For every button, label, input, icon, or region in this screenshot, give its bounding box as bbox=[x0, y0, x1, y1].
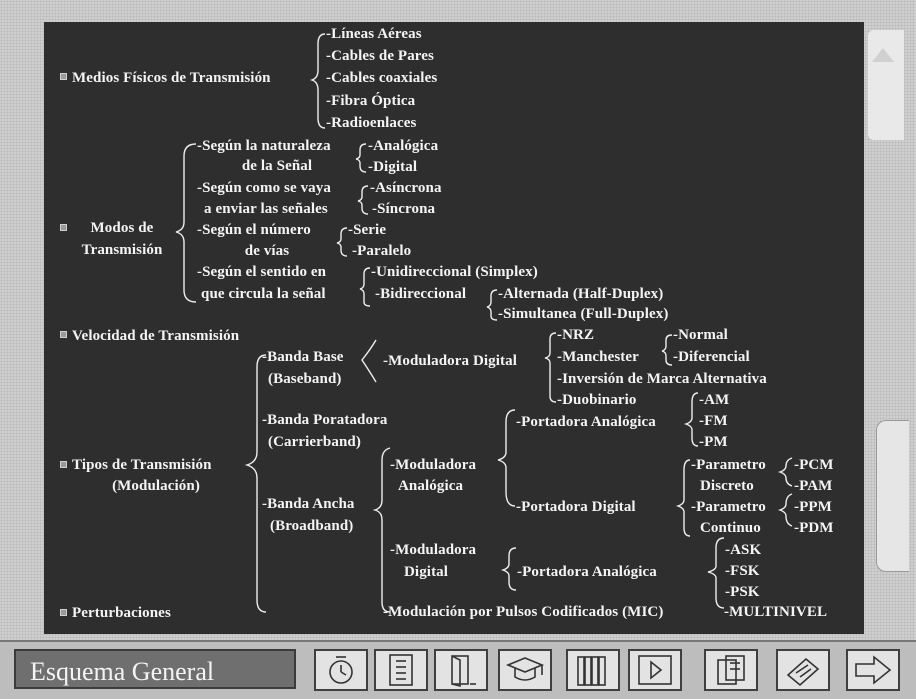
clock-button[interactable] bbox=[314, 649, 368, 691]
tipos-pdm: -PDM bbox=[794, 520, 834, 536]
tipos-portadora-digital: -Portadora Digital bbox=[516, 499, 636, 515]
medios-item: -Radioenlaces bbox=[326, 115, 417, 131]
tipos-portadora-analogica2: -Portadora Analógica bbox=[517, 564, 657, 580]
modos-naturaleza: -Según la naturaleza bbox=[197, 138, 331, 154]
tipos-nrz: -NRZ bbox=[557, 327, 595, 343]
modos-digital: -Digital bbox=[368, 159, 418, 175]
tipos-portadora: (Carrierband) bbox=[268, 434, 361, 450]
tipos-mod-analogica: -Moduladora bbox=[390, 457, 477, 473]
modos-sincrona: -Síncrona bbox=[372, 201, 436, 217]
tipos-portadora: -Banda Poratadora bbox=[262, 412, 388, 428]
tipos-fsk: -FSK bbox=[725, 563, 760, 579]
modos-numero: -Según el número bbox=[197, 222, 311, 238]
list-icon bbox=[389, 654, 413, 686]
modos-sentido: que circula la señal bbox=[201, 286, 326, 302]
modos-bidireccional: -Bidireccional bbox=[375, 286, 467, 302]
next-arrow-icon bbox=[855, 655, 892, 685]
tipos-param-discreto: -Parametro bbox=[691, 457, 766, 473]
modos-numero: de vías bbox=[244, 243, 290, 259]
play-icon bbox=[638, 655, 672, 685]
modos-analogica: -Analógica bbox=[368, 138, 439, 154]
books-icon bbox=[577, 656, 606, 686]
tipos-label: Tipos de Transmisión bbox=[72, 457, 212, 473]
modos-asincrona: -Asíncrona bbox=[370, 180, 442, 196]
tipos-portadora-analogica: -Portadora Analógica bbox=[516, 414, 656, 430]
exit-button[interactable] bbox=[434, 649, 488, 691]
velocidad-label: Velocidad de Transmisión bbox=[72, 328, 240, 344]
modos-label: Transmisión bbox=[81, 242, 163, 258]
tipos-param-continuo: -Parametro bbox=[691, 499, 766, 515]
tipos-pam: -PAM bbox=[794, 478, 833, 494]
tipos-ppm: -PPM bbox=[794, 499, 832, 515]
tipos-param-discreto: Discreto bbox=[700, 478, 754, 494]
modos-como: -Según como se vaya bbox=[197, 180, 331, 196]
modos-como: a enviar las señales bbox=[204, 201, 328, 217]
notes-icon bbox=[717, 655, 745, 685]
tipos-param-continuo: Continuo bbox=[700, 520, 761, 536]
tipos-manchester: -Manchester bbox=[557, 349, 639, 365]
tipos-banda-ancha: (Broadband) bbox=[270, 518, 354, 534]
modos-unidireccional: -Unidireccional (Simplex) bbox=[371, 264, 538, 280]
modos-serie: -Serie bbox=[348, 222, 387, 238]
scroll-up-arrow-icon[interactable] bbox=[872, 48, 894, 62]
bullet-icon bbox=[60, 461, 67, 468]
door-icon bbox=[451, 655, 476, 688]
notepad-icon bbox=[786, 657, 820, 687]
tipos-mic: -Modulación por Pulsos Codificados (MIC) bbox=[383, 604, 664, 620]
medios-item: -Cables de Pares bbox=[326, 48, 434, 64]
modos-naturaleza: de la Señal bbox=[241, 158, 313, 174]
tipos-normal: -Normal bbox=[673, 327, 728, 343]
section-title-box: Esquema General bbox=[14, 649, 296, 689]
notepad-button[interactable] bbox=[776, 649, 830, 691]
tipos-banda-base: (Baseband) bbox=[268, 371, 342, 387]
bottom-toolbar: Esquema General bbox=[0, 640, 916, 699]
library-button[interactable] bbox=[566, 649, 620, 691]
medios-label: Medios Físicos de Transmisión bbox=[72, 70, 271, 86]
bullet-icon bbox=[60, 331, 67, 338]
tipos-ask: -ASK bbox=[725, 542, 762, 558]
scrollbar-side[interactable] bbox=[876, 420, 909, 572]
play-button[interactable] bbox=[628, 649, 682, 691]
next-button[interactable] bbox=[846, 649, 900, 691]
tipos-psk: -PSK bbox=[725, 584, 760, 600]
modos-sentido: -Según el sentido en bbox=[197, 264, 327, 280]
bullet-icon bbox=[60, 609, 67, 616]
tipos-mod-digital2: -Moduladora bbox=[390, 542, 477, 558]
course-button[interactable] bbox=[498, 649, 552, 691]
modos-simultanea: -Simultanea (Full-Duplex) bbox=[498, 306, 669, 322]
bullet-icon bbox=[60, 224, 67, 231]
perturbaciones-label: Perturbaciones bbox=[72, 605, 171, 621]
modos-alternada: -Alternada (Half-Duplex) bbox=[498, 286, 664, 302]
tipos-pcm: -PCM bbox=[794, 457, 834, 473]
tipos-duobinario: -Duobinario bbox=[557, 392, 637, 408]
clock-icon bbox=[329, 656, 353, 684]
tipos-fm: -FM bbox=[699, 413, 728, 429]
tipos-multinivel: -MULTINIVEL bbox=[724, 604, 828, 620]
medios-item: -Fibra Óptica bbox=[326, 93, 416, 109]
tipos-inversion: -Inversión de Marca Alternativa bbox=[557, 371, 767, 387]
medios-item: -Cables coaxiales bbox=[326, 70, 438, 86]
section-title: Esquema General bbox=[30, 657, 215, 686]
modos-label: Modos de bbox=[90, 220, 154, 236]
scrollbar-top[interactable] bbox=[868, 30, 904, 140]
medios-item: -Líneas Aéreas bbox=[326, 26, 422, 42]
tipos-mod-analogica: Analógica bbox=[398, 478, 464, 494]
tipos-mod-digital2: Digital bbox=[404, 564, 449, 580]
list-button[interactable] bbox=[374, 649, 428, 691]
tipos-pm: -PM bbox=[699, 434, 728, 450]
bullet-icon bbox=[60, 73, 67, 80]
tipos-banda-ancha: -Banda Ancha bbox=[262, 496, 355, 512]
modos-paralelo: -Paralelo bbox=[352, 243, 412, 259]
tipos-am: -AM bbox=[699, 392, 730, 408]
tipos-label: (Modulación) bbox=[112, 478, 200, 494]
graduation-cap-icon bbox=[505, 657, 545, 681]
tipos-mod-digital: -Moduladora Digital bbox=[383, 353, 517, 369]
tipos-banda-base: -Banda Base bbox=[262, 349, 344, 365]
tipos-diferencial: -Diferencial bbox=[673, 349, 750, 365]
diagram-panel bbox=[44, 22, 864, 634]
notes-button[interactable] bbox=[704, 649, 758, 691]
